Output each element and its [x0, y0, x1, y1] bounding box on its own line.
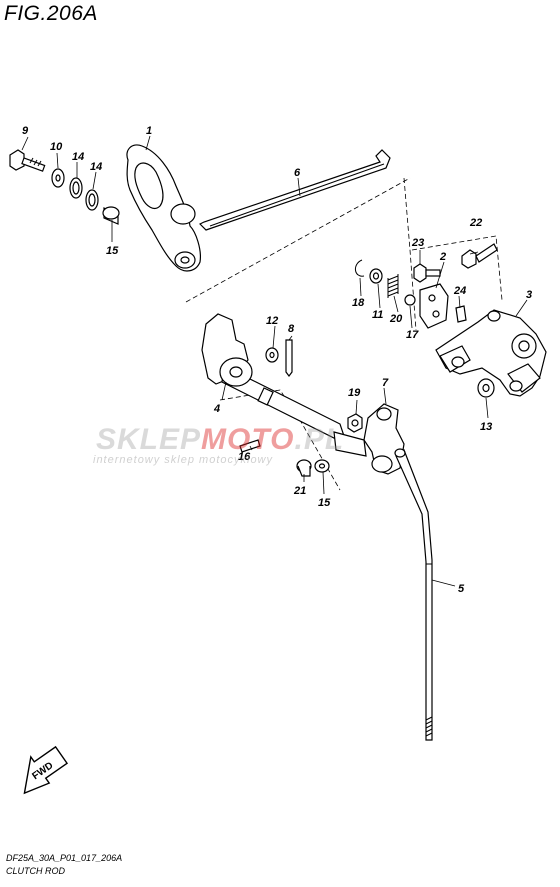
- part-25-pin: [455, 305, 467, 323]
- callout-18: 17: [406, 329, 419, 341]
- figure-title: FIG.206A: [4, 2, 98, 25]
- part-24-bolt: [413, 263, 441, 283]
- callout-labels: 9 10 14 14 15 1 6 22 23 2 3 24 17 20 11 …: [22, 125, 532, 595]
- callout-7: 7: [382, 377, 389, 389]
- part-18-ball: [404, 294, 416, 306]
- assembly-line-bracket: [219, 389, 341, 491]
- callout-25: 24: [453, 285, 466, 297]
- callout-12: 12: [266, 315, 278, 327]
- watermark-logo: SKLEPMOTO.PL: [96, 423, 345, 456]
- callout-4: 4: [213, 403, 220, 415]
- callout-23: 22: [469, 217, 482, 229]
- callout-16: 15: [318, 497, 331, 509]
- callout-1: 1: [146, 125, 152, 137]
- part-13-washer: [477, 378, 495, 398]
- part-19-circlip: [355, 259, 365, 277]
- callout-5: 5: [458, 583, 465, 595]
- callout-14a: 14: [72, 151, 84, 163]
- part-11-washer: [369, 268, 383, 284]
- figure-name: CLUTCH ROD: [6, 866, 66, 876]
- assembly-line-right: [403, 177, 417, 331]
- callout-15: 15: [106, 245, 119, 257]
- callout-3: 3: [526, 289, 532, 301]
- callout-17: 16: [238, 451, 251, 463]
- callout-14b: 14: [90, 161, 102, 173]
- part-2-plate: [419, 283, 449, 329]
- figure-code: DF25A_30A_P01_017_206A: [6, 853, 123, 863]
- part-20-nut: [347, 413, 363, 433]
- callout-9: 9: [22, 125, 29, 137]
- part-12-washer: [265, 347, 279, 363]
- part-6-link-rod: [198, 149, 391, 231]
- part-14-spacer-a: [69, 177, 83, 199]
- callout-8: 8: [288, 323, 295, 335]
- callout-6: 6: [294, 167, 301, 179]
- callout-22: 21: [293, 485, 306, 497]
- callout-19: 18: [352, 297, 365, 309]
- callout-10: 10: [50, 141, 63, 153]
- callout-13: 13: [480, 421, 492, 433]
- callout-20: 19: [348, 387, 361, 399]
- fwd-arrow-icon: FWD: [23, 745, 69, 795]
- callout-24: 23: [411, 237, 424, 249]
- leader-lines: [21, 135, 528, 587]
- callout-2: 2: [439, 251, 446, 263]
- part-7-lever: [333, 403, 405, 475]
- assembly-line-top: [185, 177, 411, 303]
- part-14-spacer-b: [85, 189, 99, 211]
- part-23-bolt: [461, 243, 498, 269]
- part-21-spring: [387, 274, 399, 298]
- part-10-washer: [51, 168, 65, 188]
- part-9-bolt: [9, 149, 46, 172]
- callout-21: 20: [389, 313, 403, 325]
- part-5-clutch-rod: [394, 448, 433, 741]
- watermark-tagline: internetowy sklep motocyklowy: [93, 454, 274, 466]
- callout-11: 11: [372, 309, 383, 321]
- assembly-line-mid: [411, 235, 503, 301]
- part-1-shift-lever: [126, 144, 201, 272]
- part-15-bushing: [102, 206, 120, 225]
- part-22-bushing: [296, 459, 312, 477]
- part-4-clutch-shaft: [201, 313, 345, 441]
- part-16-washer: [314, 459, 330, 473]
- part-3-housing: [435, 309, 547, 397]
- part-8-pin: [285, 339, 293, 377]
